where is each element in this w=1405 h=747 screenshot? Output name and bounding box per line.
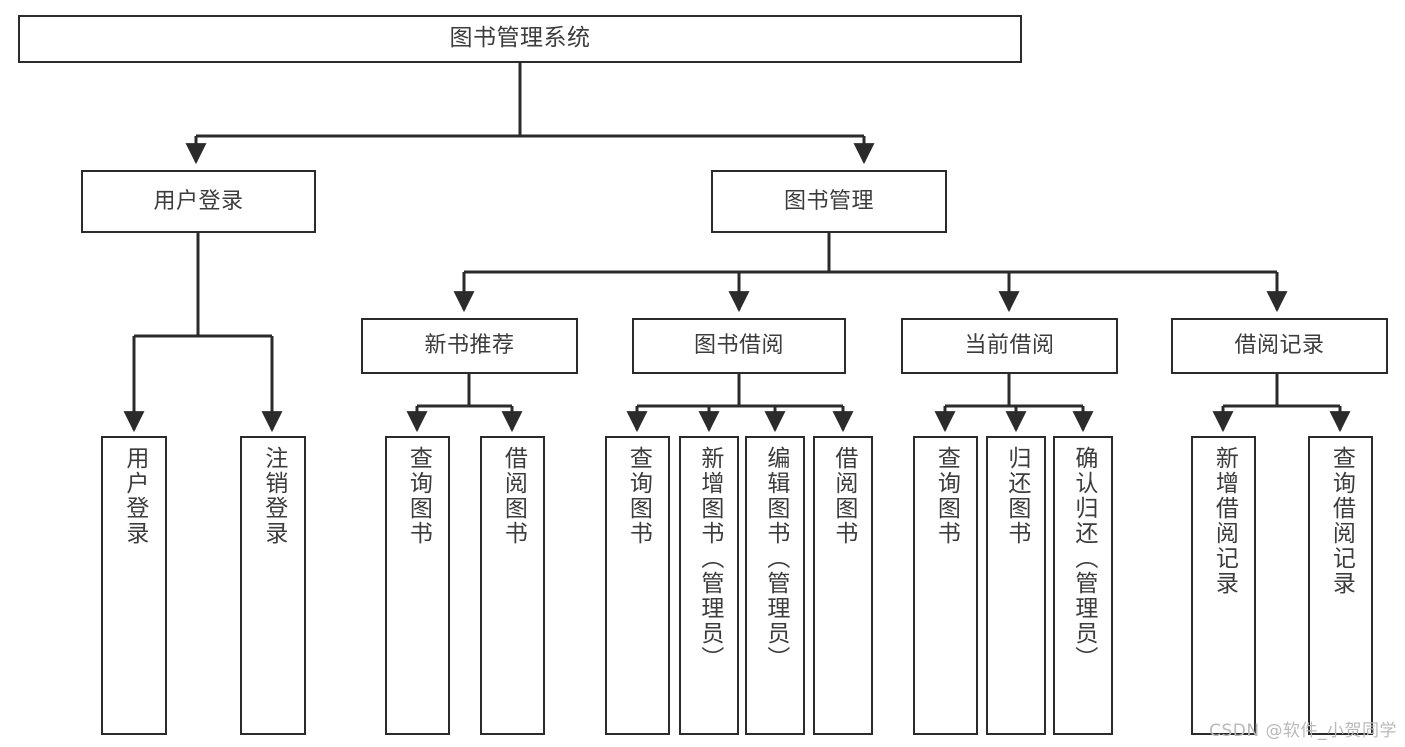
leaf-confirm-return-admin-label: 确认归还（管理员） [1070, 446, 1097, 671]
leaf-user-login[interactable]: 用户登录 [101, 436, 167, 735]
leaf-add-borrow-record-label: 新增借阅记录 [1211, 446, 1238, 596]
leaf-add-book-admin-label: 新增图书（管理员） [696, 446, 723, 671]
node-user-login[interactable]: 用户登录 [81, 170, 316, 233]
leaf-rec-query-book-label: 查询图书 [405, 446, 432, 546]
leaf-add-borrow-record[interactable]: 新增借阅记录 [1191, 436, 1256, 735]
leaf-confirm-return-admin[interactable]: 确认归还（管理员） [1053, 436, 1113, 735]
edge-newbookrec-bus [417, 374, 512, 408]
node-book-manage-label: 图书管理 [783, 188, 874, 214]
node-borrow-record[interactable]: 借阅记录 [1171, 318, 1388, 374]
leaf-user-login-label: 用户登录 [121, 446, 148, 546]
edge-currentborrow-bus [945, 374, 1083, 408]
node-current-borrow-label: 当前借阅 [964, 333, 1055, 359]
node-current-borrow[interactable]: 当前借阅 [901, 318, 1118, 374]
leaf-rec-borrow-book[interactable]: 借阅图书 [480, 436, 545, 735]
leaf-user-logout-label: 注销登录 [260, 446, 287, 546]
edge-bookborrow-bus [637, 374, 843, 408]
leaf-cur-query-book-label: 查询图书 [933, 446, 960, 546]
edge-bookmanage-bus [464, 233, 1277, 274]
csdn-watermark: CSDN @软件_小贺同学 [1209, 721, 1397, 741]
node-root-label: 图书管理系统 [449, 25, 591, 52]
leaf-borrow-book[interactable]: 借阅图书 [813, 436, 873, 735]
leaf-edit-book-admin[interactable]: 编辑图书（管理员） [745, 436, 805, 735]
leaf-borrow-query-book[interactable]: 查询图书 [605, 436, 670, 735]
node-book-borrow[interactable]: 图书借阅 [632, 318, 846, 374]
leaf-return-book-label: 归还图书 [1003, 446, 1030, 546]
node-book-borrow-label: 图书借阅 [693, 333, 784, 359]
edge-userlogin-bus [134, 233, 272, 338]
node-new-book-rec-label: 新书推荐 [424, 333, 515, 359]
node-root-system[interactable]: 图书管理系统 [18, 15, 1022, 63]
leaf-rec-borrow-book-label: 借阅图书 [500, 446, 527, 546]
leaf-edit-book-admin-label: 编辑图书（管理员） [762, 446, 789, 671]
leaf-borrow-query-book-label: 查询图书 [625, 446, 652, 546]
edge-root-bus [194, 63, 864, 156]
leaf-query-borrow-record[interactable]: 查询借阅记录 [1308, 436, 1373, 735]
node-new-book-rec[interactable]: 新书推荐 [361, 318, 578, 374]
leaf-rec-query-book[interactable]: 查询图书 [385, 436, 450, 735]
leaf-borrow-book-label: 借阅图书 [830, 446, 857, 546]
node-borrow-record-label: 借阅记录 [1234, 333, 1325, 359]
edge-borrowrecord-bus [1223, 374, 1340, 408]
node-user-login-label: 用户登录 [153, 188, 244, 214]
leaf-cur-query-book[interactable]: 查询图书 [913, 436, 978, 735]
node-book-manage[interactable]: 图书管理 [711, 170, 947, 233]
leaf-return-book[interactable]: 归还图书 [986, 436, 1046, 735]
leaf-query-borrow-record-label: 查询借阅记录 [1328, 446, 1355, 596]
leaf-add-book-admin[interactable]: 新增图书（管理员） [679, 436, 739, 735]
leaf-user-logout[interactable]: 注销登录 [240, 436, 306, 735]
